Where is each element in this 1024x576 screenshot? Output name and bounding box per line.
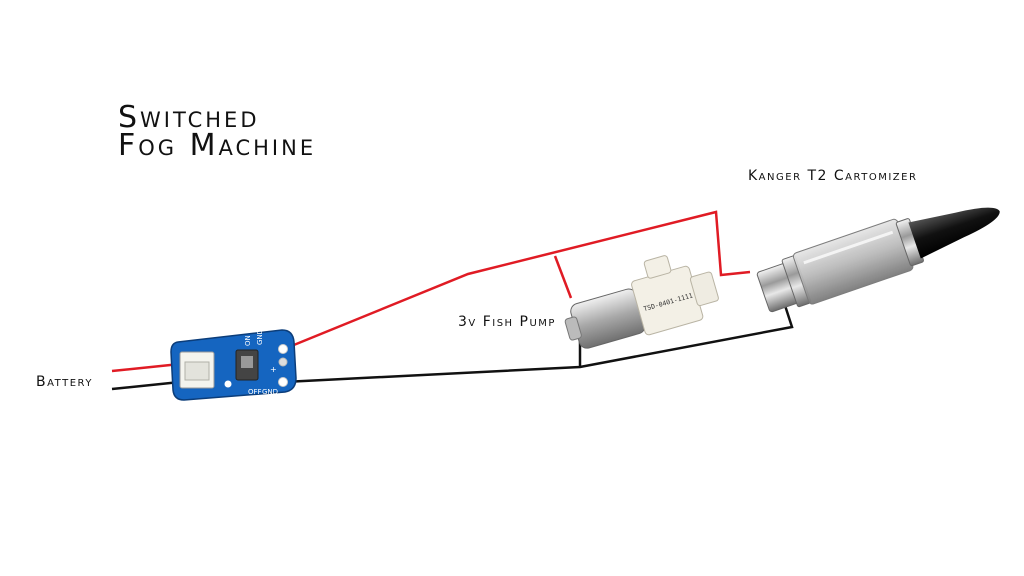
board-pin-label: + — [270, 365, 277, 374]
pad-gnd-top — [278, 344, 288, 354]
title-line-1: Switched — [118, 100, 260, 135]
board-pin-label: OFF — [248, 388, 262, 396]
fish-pump: TSD-0401-1111 — [564, 255, 719, 349]
title-line-2: Fog Machine — [118, 128, 317, 163]
board-pin-label: GND — [262, 388, 278, 396]
cartomizer — [756, 207, 1000, 313]
negative-wire — [283, 289, 794, 384]
pump-positive-wire — [553, 255, 573, 299]
battery-negative-wire — [111, 380, 181, 391]
diagram-title: Switched Fog Machine — [118, 100, 317, 163]
battery-positive-wire — [111, 362, 181, 373]
switch-board: GND ON + OFF GND — [170, 329, 297, 401]
battery-label: Battery — [36, 374, 93, 390]
cartomizer-label: Kanger T2 Cartomizer — [748, 168, 918, 184]
board-pin-label: ON — [244, 335, 252, 346]
positive-wire — [283, 210, 751, 351]
pad-gnd-bottom — [278, 377, 288, 387]
drip-tip — [908, 207, 1000, 259]
board-pin-label: GND — [256, 329, 264, 345]
pump-label: 3v Fish Pump — [458, 314, 556, 330]
